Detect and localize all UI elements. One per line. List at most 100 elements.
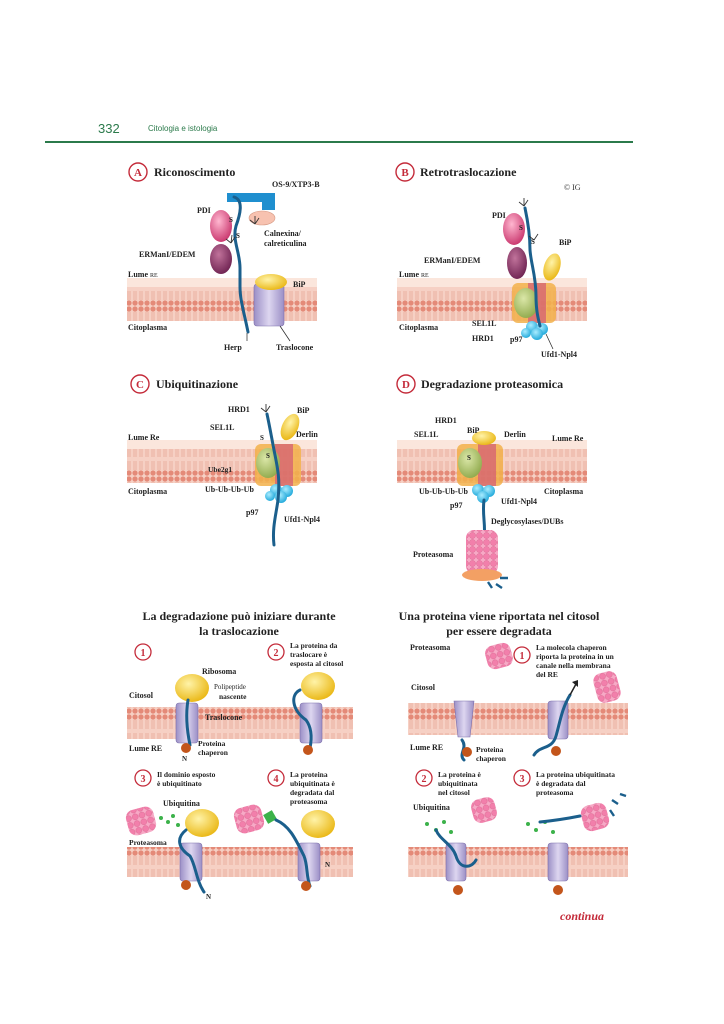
protein-chain xyxy=(532,693,572,757)
label-sel1l: SEL1L xyxy=(210,423,234,432)
step-4-num: 4 xyxy=(274,774,279,785)
panel-c-badge xyxy=(130,374,150,394)
proteasome-cap xyxy=(462,569,502,581)
step-1-text: La molecola chaperon xyxy=(536,643,608,652)
step-2-text: esposta al citosol xyxy=(290,659,343,668)
label-proteasoma: Proteasoma xyxy=(413,550,453,559)
panel-d-badge xyxy=(396,374,416,394)
label-pdi: PDI xyxy=(492,211,506,220)
panel-d-letter: D xyxy=(402,379,410,391)
panel-c: C Ubiquitinazione HRD1 BiP SEL1L S S Der… xyxy=(127,374,320,547)
chaperon-protein xyxy=(181,743,191,753)
step-2-text: La proteina da xyxy=(290,641,338,650)
label-herp: Herp xyxy=(224,343,242,352)
protein-chain xyxy=(434,828,478,868)
erman-protein xyxy=(507,247,527,279)
step-3-badge xyxy=(513,769,531,787)
ribosome xyxy=(175,674,209,702)
lower-right-title-line1: Una proteina viene riportata nel citosol xyxy=(399,609,600,623)
lumen-band xyxy=(397,278,587,287)
chaperon-protein xyxy=(303,745,313,755)
label-n-terminus: N xyxy=(206,893,211,901)
label-p97: p97 xyxy=(510,335,522,344)
label-pdi: PDI xyxy=(197,206,211,215)
proteasome xyxy=(485,642,513,670)
label-deglycosylases: Deglycosylases/DUBs xyxy=(491,517,563,526)
step-3-text: La proteina ubiquitinata xyxy=(536,770,615,779)
label-proteina: Proteina xyxy=(198,739,226,748)
ubiquitin-icon xyxy=(166,820,170,824)
label-s: S xyxy=(266,452,270,460)
panel-d: D Degradazione proteasomica HRD1 SEL1L B… xyxy=(396,374,587,589)
ubiquitin-icon xyxy=(263,810,277,824)
label-s: S xyxy=(531,238,535,246)
label-erman: ERManI/EDEM xyxy=(424,256,481,265)
label-hrd1: HRD1 xyxy=(435,416,457,425)
leader-line xyxy=(279,325,291,342)
step-4-text: La proteina xyxy=(290,770,328,779)
label-citoplasma: Citoplasma xyxy=(128,487,167,496)
label-citoplasma: Citoplasma xyxy=(544,487,583,496)
step-4-badge xyxy=(267,769,285,787)
protein-chain xyxy=(274,818,312,888)
label-chaperon: chaperon xyxy=(476,754,507,763)
calnexin-protein xyxy=(248,210,276,226)
label-bip: BiP xyxy=(467,426,480,435)
label-s: S xyxy=(236,232,240,240)
glycan-icon xyxy=(249,216,260,225)
er-membrane xyxy=(127,287,317,321)
translocon-channel xyxy=(453,700,475,738)
label-ufd: Ufd1-Npl4 xyxy=(501,497,537,506)
arrow-head-icon xyxy=(572,680,578,687)
sel1l-protein xyxy=(458,448,482,478)
label-chaperon: chaperon xyxy=(198,748,229,757)
ubiquitin-icon xyxy=(159,816,163,820)
label-lume-sub: RE xyxy=(150,273,158,279)
section-title: Citologia e istologia xyxy=(148,124,218,133)
label-derlin: Derlin xyxy=(504,430,526,439)
step-2-badge xyxy=(415,769,433,787)
lower-left-title-line1: La degradazione può iniziare durante xyxy=(142,609,336,623)
label-lume: Lume Re xyxy=(128,433,160,442)
label-polipeptide: Polipeptide xyxy=(214,683,246,691)
step-2-badge xyxy=(267,643,285,661)
proteasome xyxy=(125,806,157,836)
label-lume: Lume xyxy=(399,270,419,279)
label-erman: ERManI/EDEM xyxy=(139,250,196,259)
label-bip: BiP xyxy=(293,280,306,289)
lumen-band xyxy=(127,278,317,287)
label-bip: BiP xyxy=(297,406,310,415)
label-lume: Lume RE xyxy=(410,743,443,752)
label-ubiquitina: Ubiquitina xyxy=(413,803,450,812)
protein-chain xyxy=(185,698,192,747)
p97-subunit xyxy=(521,328,531,338)
label-traslocone: Traslocone xyxy=(205,713,243,722)
label-proteasoma: Proteasoma xyxy=(129,838,167,847)
protein-chain xyxy=(178,828,206,894)
bip-protein xyxy=(472,431,496,445)
step-3-num: 3 xyxy=(520,774,525,785)
label-s: S xyxy=(229,216,233,224)
label-ub-chain: Ub-Ub-Ub-Ub xyxy=(205,485,254,494)
protein-chain xyxy=(232,195,250,334)
label-s: S xyxy=(260,434,264,442)
label-ubiquitina: Ubiquitina xyxy=(163,799,200,808)
proteasome xyxy=(593,671,621,703)
label-citoplasma: Citoplasma xyxy=(399,323,438,332)
panel-c-title: Ubiquitinazione xyxy=(156,377,239,391)
step-3-text: è degradata dal xyxy=(536,779,586,788)
peptide-fragments-icon xyxy=(487,576,508,589)
leader-line xyxy=(545,333,554,350)
panel-b-badge xyxy=(395,162,415,182)
step-1-badge xyxy=(134,643,152,661)
label-nascente: nascente xyxy=(219,692,247,701)
label-ufd: Ufd1-Npl4 xyxy=(541,350,577,359)
er-membrane xyxy=(397,287,587,321)
label-ube2g1: Ube2g1 xyxy=(208,465,232,474)
bip-protein xyxy=(255,274,287,290)
er-membrane xyxy=(408,703,628,735)
panel-b-letter: B xyxy=(401,167,409,179)
ubiquitin-icon xyxy=(176,823,180,827)
label-calreticulina: calreticulina xyxy=(264,239,307,248)
